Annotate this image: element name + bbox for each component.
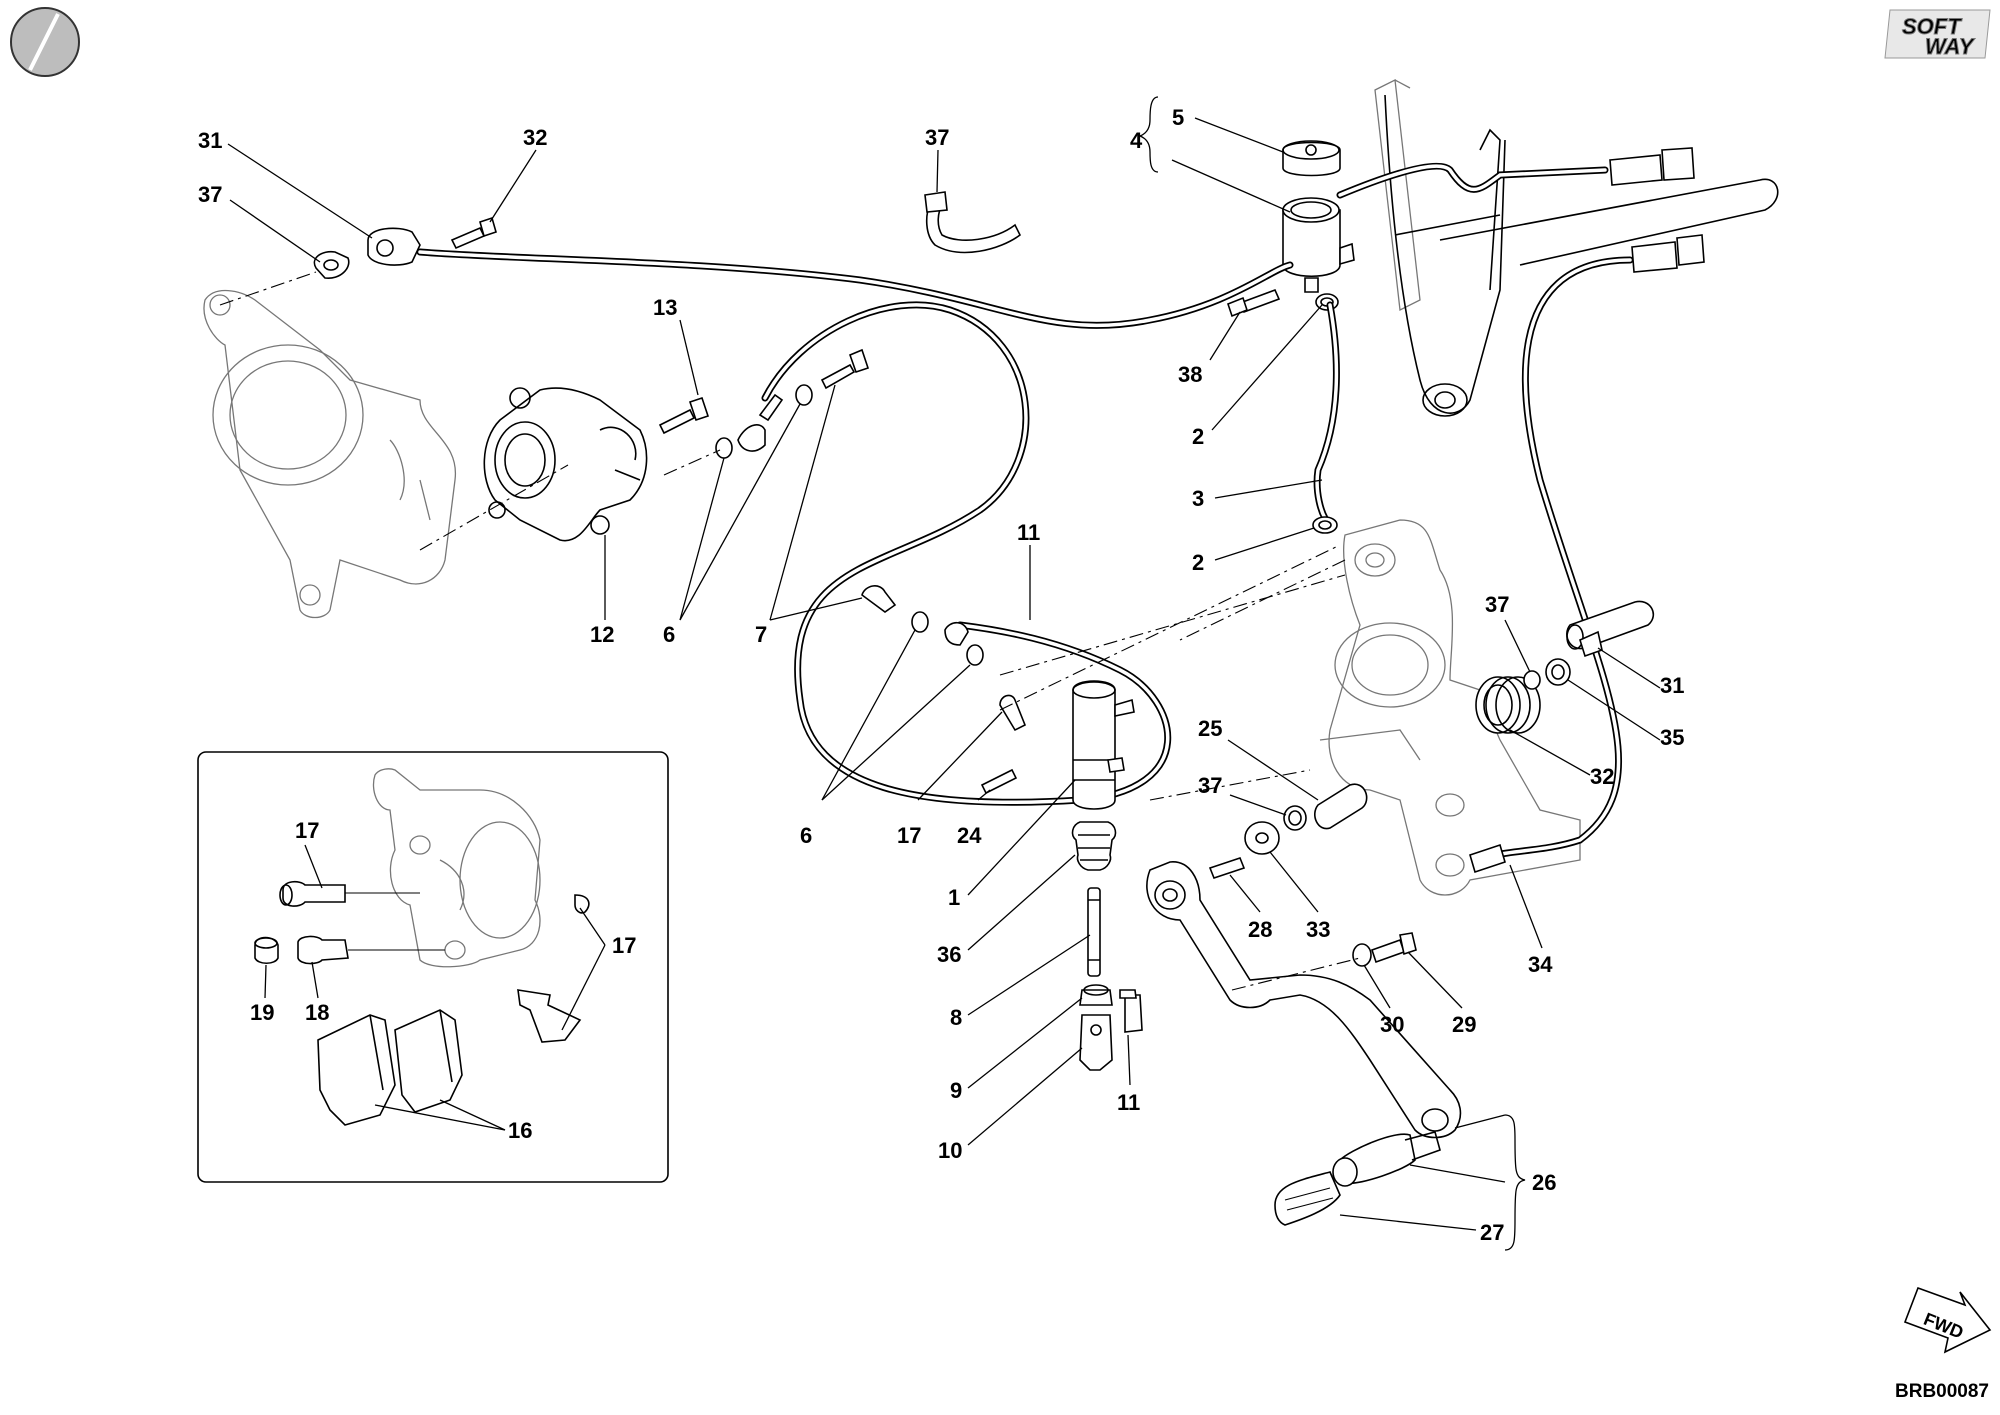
logo-line2: WAY [1925, 34, 1976, 59]
brake-disc-carrier [203, 289, 456, 619]
callout-36: 36 [937, 942, 961, 967]
softway-logo: SOFT WAY [1884, 9, 1991, 60]
callout-2-lower: 2 [1192, 550, 1204, 575]
callout-9: 9 [950, 1078, 962, 1103]
callout-14: 12 [590, 622, 614, 647]
brake-hose [761, 301, 1172, 806]
callout-20: 24 [957, 823, 982, 848]
callout-12: 17 [897, 823, 921, 848]
callout-32: 34 [1528, 952, 1553, 977]
logo-line1: SOFT [1902, 14, 1962, 39]
drawing-code: BRB00087 [1895, 1381, 1989, 1402]
master-cylinder-fittings [861, 585, 984, 666]
sensor-cable [219, 147, 1705, 874]
callout-4: 4 [1130, 128, 1143, 153]
callout-34: 37 [198, 182, 222, 207]
callout-7: 7 [755, 622, 767, 647]
callout-38: 38 [1178, 362, 1202, 387]
callout-37-lower: 37 [1198, 773, 1222, 798]
callout-22: 32 [523, 125, 547, 150]
callout-37-upper: 37 [1485, 592, 1509, 617]
callout-35: 37 [925, 125, 949, 150]
callout-30: 32 [1590, 764, 1614, 789]
callout-3: 3 [1192, 486, 1204, 511]
master-cylinder [980, 680, 1143, 1071]
brake-pedal [1146, 600, 1654, 1226]
reservoir-hose [1312, 301, 1340, 534]
rear-caliper [483, 387, 648, 542]
corner-emblem [10, 7, 80, 77]
forward-arrow: FWD [1903, 1286, 1992, 1354]
callout-15: 13 [653, 295, 677, 320]
inset-caliper-detail [197, 751, 669, 1183]
callout-1: 1 [948, 885, 960, 910]
callout-17-inset-right: 17 [612, 933, 636, 958]
callout-17-inset-top: 17 [295, 818, 319, 843]
callout-8: 8 [950, 1005, 962, 1030]
callout-5: 5 [1172, 105, 1184, 130]
callout-18: 18 [305, 1000, 329, 1025]
footrest-bracket [1319, 519, 1581, 896]
callout-19: 19 [250, 1000, 274, 1025]
callout-11: 11 [1117, 1090, 1140, 1115]
callout-6-lower: 6 [800, 823, 812, 848]
callout-23: 25 [1198, 716, 1222, 741]
caliper-fittings [658, 348, 870, 476]
callout-2-upper: 2 [1192, 424, 1204, 449]
callout-21: 31 [198, 128, 222, 153]
callout-24: 26 [1532, 1170, 1556, 1195]
callout-29: 31 [1660, 673, 1684, 698]
callout-28: 30 [1380, 1012, 1404, 1037]
callout-26: 28 [1248, 917, 1272, 942]
callout-25: 27 [1480, 1220, 1504, 1245]
brake-reservoir [1227, 140, 1355, 318]
callouts: 31 32 37 37 4 5 38 2 3 2 13 12 [198, 96, 1684, 1251]
callout-27: 29 [1452, 1012, 1476, 1037]
cable-clip [924, 191, 1022, 254]
callout-16: 16 [508, 1118, 532, 1143]
frame-tubes [1374, 79, 1779, 417]
callout-31: 33 [1306, 917, 1330, 942]
callout-33: 35 [1660, 725, 1684, 750]
callout-6-upper: 6 [663, 622, 675, 647]
callout-10: 10 [938, 1138, 962, 1163]
assembly-lines [419, 464, 1346, 711]
callout-13: 11 [1017, 520, 1040, 545]
